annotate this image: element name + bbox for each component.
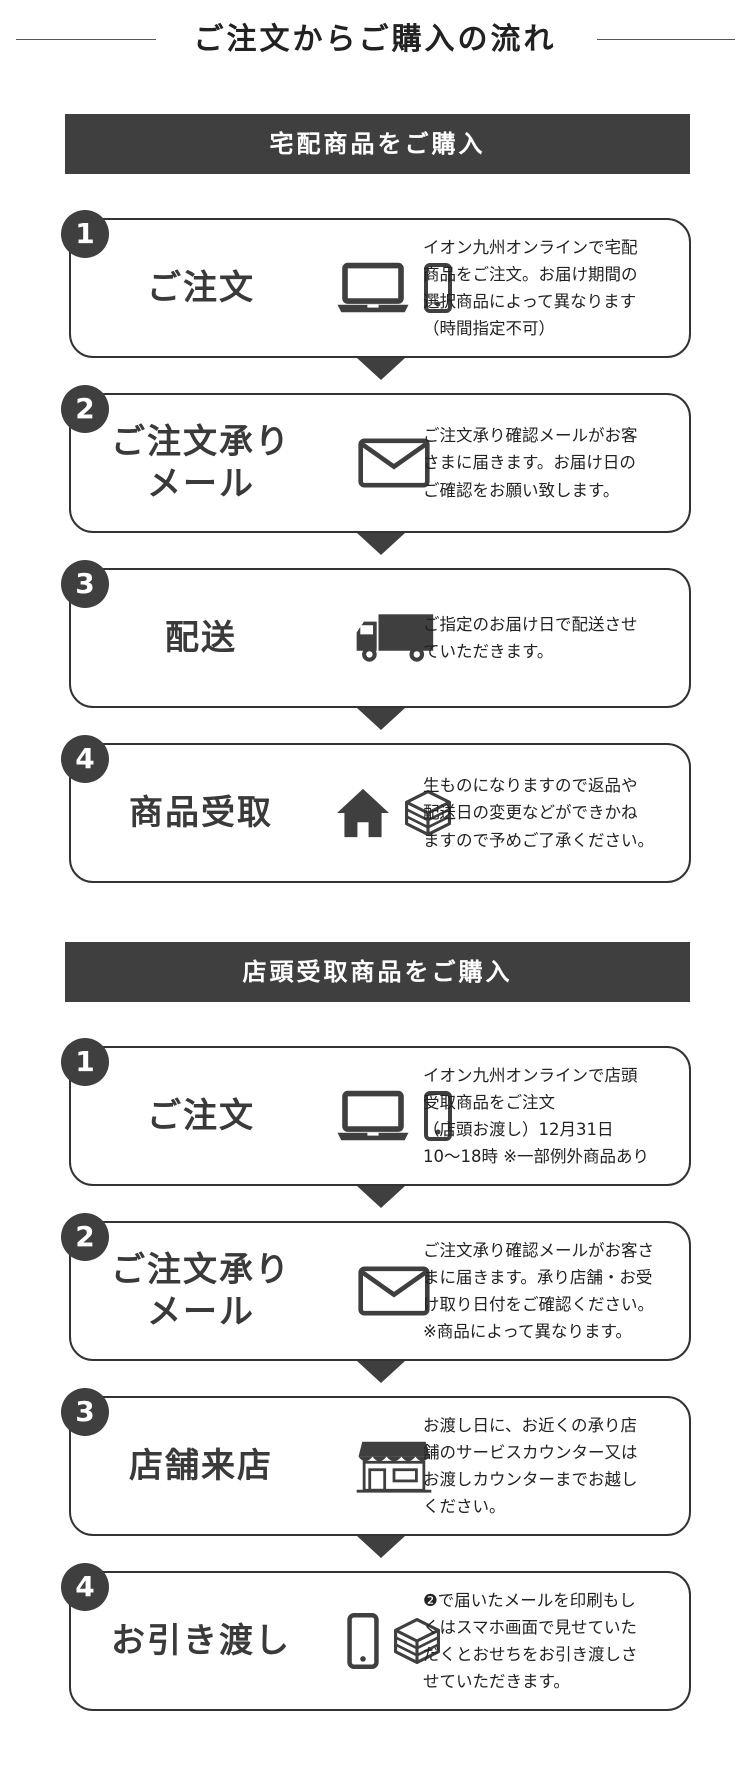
step-label: 店舗来店 xyxy=(129,1445,273,1486)
step-label: ご注文承り メール xyxy=(111,1249,291,1333)
flow-arrow xyxy=(357,708,405,730)
delivery-step-1: 1 ご注文 イオン九州オンラインで宅配 商品をご注文。お届け期間の 選択商品によ… xyxy=(61,210,691,358)
flow-arrow xyxy=(357,1536,405,1558)
title-divider-right xyxy=(597,39,735,40)
step-description: ご注文承り確認メールがお客さ まに届きます。承り店舗・お受 け取り日付をご確認く… xyxy=(423,1240,654,1342)
pickup-step-1: 1 ご注文 イオン九州オンラインで店頭 受取商品をご注文 （店頭お渡し）12月3… xyxy=(61,1038,691,1186)
mail-icon xyxy=(357,1265,431,1317)
section-heading-store-pickup: 店頭受取商品をご購入 xyxy=(65,942,690,1002)
step-label: 配送 xyxy=(165,617,237,658)
delivery-step-4: 4 商品受取 生ものになりますので返品や 配送日の変更などができかね ますので予… xyxy=(61,735,691,883)
flow-arrow xyxy=(357,358,405,380)
laptop-icon xyxy=(335,260,411,316)
step-description: ご注文承り確認メールがお客 さまに届きます。お届け日の ご確認をお願い致します。 xyxy=(423,426,638,500)
step-description: ご指定のお届け日で配送させ ていただきます。 xyxy=(423,614,638,661)
step-description: イオン九州オンラインで店頭 受取商品をご注文 （店頭お渡し）12月31日 10～… xyxy=(423,1065,650,1167)
step-number-badge: 2 xyxy=(61,385,109,433)
step-number-badge: 3 xyxy=(61,1388,109,1436)
smartphone-icon xyxy=(346,1613,380,1669)
step-label: 商品受取 xyxy=(129,792,273,833)
step-number-badge: 1 xyxy=(61,1038,109,1086)
step-label: ご注文 xyxy=(147,1095,255,1136)
laptop-icon xyxy=(335,1088,411,1144)
title-divider-left xyxy=(16,39,156,40)
pickup-step-2: 2 ご注文承り メール ご注文承り確認メールがお客さ まに届きます。承り店舗・お… xyxy=(61,1213,691,1361)
section-heading-delivery: 宅配商品をご購入 xyxy=(65,114,690,174)
storefront-icon xyxy=(354,1438,434,1494)
step-number-badge: 2 xyxy=(61,1213,109,1261)
pickup-step-3: 3 店舗来店 お渡し日に、お近くの承り店 舗のサービスカウンター又は お渡しカウ… xyxy=(61,1388,691,1536)
step-description: ❷で届いたメールを印刷もし くはスマホ画面で見せていた だくとおせちをお引き渡し… xyxy=(423,1590,638,1692)
step-description: イオン九州オンラインで宅配 商品をご注文。お届け期間の 選択商品によって異なりま… xyxy=(423,237,638,339)
delivery-step-3: 3 配送 ご指定のお届け日で配送させ ていただきます。 xyxy=(61,560,691,708)
step-number-badge: 3 xyxy=(61,560,109,608)
step-label: お引き渡し xyxy=(111,1620,291,1661)
step-description: 生ものになりますので返品や 配送日の変更などができかね ますので予めご了承くださ… xyxy=(423,776,654,850)
pickup-step-4: 4 お引き渡し ❷で届いたメールを印刷もし くはスマホ画面で見せていた だくとお… xyxy=(61,1563,691,1711)
delivery-step-2: 2 ご注文承り メール ご注文承り確認メールがお客 さまに届きます。お届け日の … xyxy=(61,385,691,533)
flow-arrow xyxy=(357,1186,405,1208)
flow-arrow xyxy=(357,533,405,555)
page-title: ご注文からご購入の流れ xyxy=(193,22,557,57)
flow-arrow xyxy=(357,1361,405,1383)
step-description: お渡し日に、お近くの承り店 舗のサービスカウンター又は お渡しカウンターまでお越… xyxy=(423,1415,638,1517)
step-number-badge: 4 xyxy=(61,735,109,783)
mail-icon xyxy=(357,437,431,489)
house-icon xyxy=(335,787,391,839)
step-number-badge: 4 xyxy=(61,1563,109,1611)
page-title-row: ご注文からご購入の流れ xyxy=(0,18,750,62)
step-label: ご注文承り メール xyxy=(111,421,291,505)
step-label: ご注文 xyxy=(147,267,255,308)
step-number-badge: 1 xyxy=(61,210,109,258)
